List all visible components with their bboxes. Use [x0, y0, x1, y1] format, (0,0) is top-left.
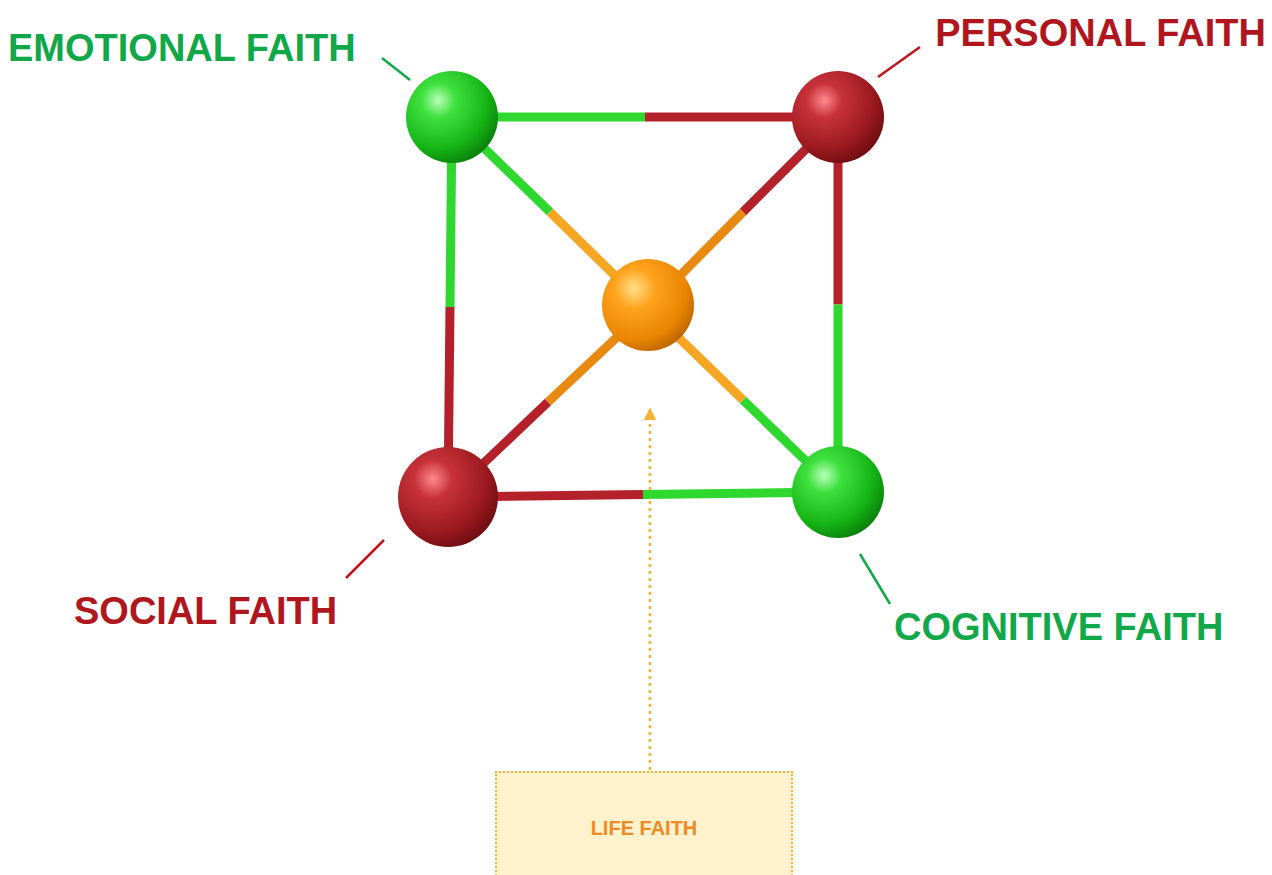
social-faith-node: SOCIAL FAITH — [398, 447, 498, 547]
bond-half — [493, 495, 643, 497]
node-label: SOCIAL FAITH — [74, 591, 337, 633]
bond-half — [493, 113, 645, 122]
leader-line — [346, 540, 384, 578]
sphere-shape — [792, 71, 884, 163]
leader-line — [878, 47, 920, 77]
node-label: COGNITIVE FAITH — [894, 607, 1223, 649]
cognitive-faith-node: COGNITIVE FAITH — [792, 446, 884, 538]
emotional-faith-node: EMOTIONAL FAITH — [406, 71, 498, 163]
leader-line — [860, 554, 890, 604]
sphere — [398, 447, 498, 547]
sphere — [792, 71, 884, 163]
sphere — [406, 71, 498, 163]
life-faith-box: LIFE FAITH — [495, 771, 793, 875]
center-sphere — [602, 259, 694, 351]
bond-half — [834, 158, 843, 304]
bond-connector — [493, 117, 796, 118]
personal-faith-node: PERSONAL FAITH — [792, 71, 884, 163]
bond-connector — [448, 158, 451, 452]
sphere-shape — [792, 446, 884, 538]
node-label: PERSONAL FAITH — [935, 13, 1266, 55]
node-label: LIFE FAITH — [591, 817, 698, 840]
node-label: EMOTIONAL FAITH — [8, 28, 356, 70]
leader-line — [382, 58, 410, 80]
sphere-shape — [398, 447, 498, 547]
sphere-shape — [406, 71, 498, 163]
bond-connector — [838, 158, 839, 450]
bond-half — [448, 307, 450, 452]
bond-half — [643, 493, 797, 495]
bond-half — [645, 113, 797, 122]
bond-connector — [493, 493, 797, 497]
diagonal-bonds — [448, 117, 838, 497]
bond-half — [450, 158, 452, 307]
bond-half — [834, 305, 843, 451]
pointer-arrow — [649, 410, 652, 770]
sphere — [792, 446, 884, 538]
